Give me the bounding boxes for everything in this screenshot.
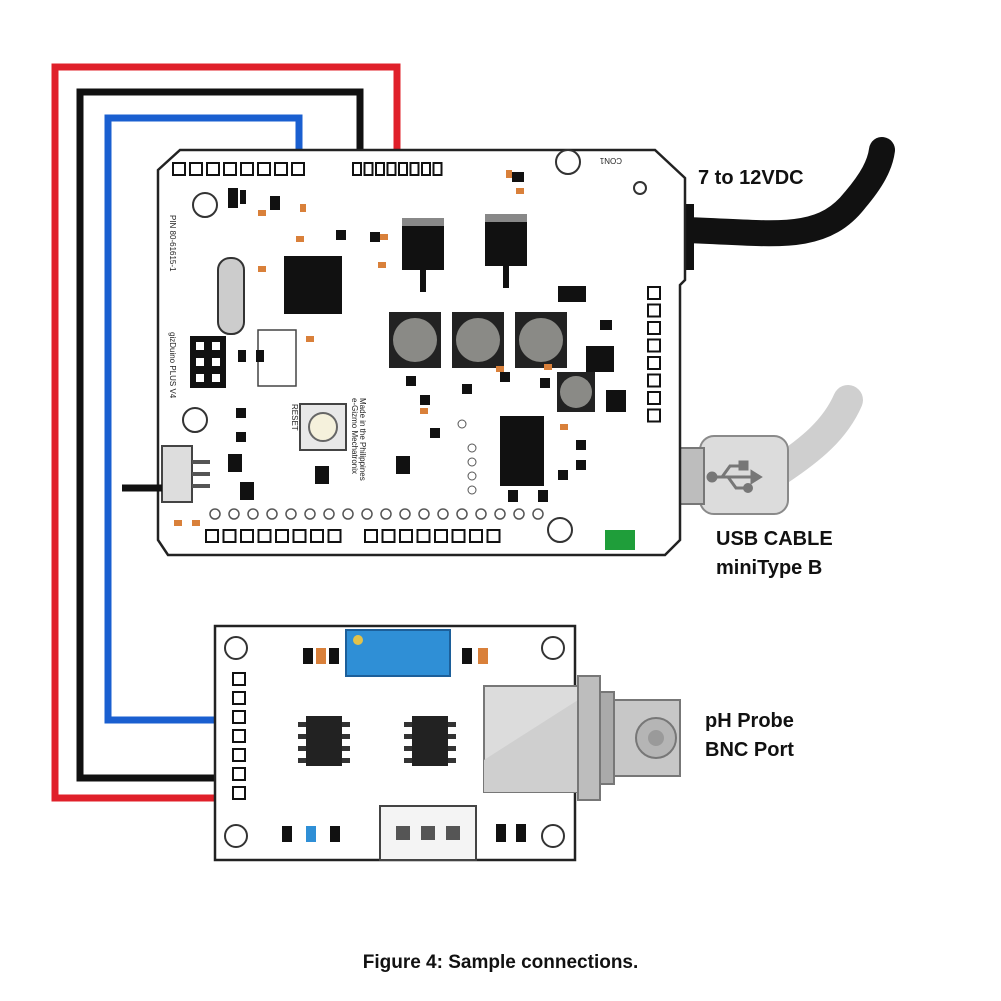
header-pin-hole bbox=[400, 164, 406, 174]
header-pin-hole bbox=[242, 164, 252, 174]
silk-made-in: Made in the Philippines bbox=[358, 398, 367, 481]
header-pin-hole bbox=[276, 164, 286, 174]
header-pin-hole bbox=[293, 164, 303, 174]
solder-pad bbox=[266, 508, 278, 520]
solder-pad bbox=[475, 508, 487, 520]
header-pin-hole bbox=[329, 531, 340, 541]
header-pin-hole bbox=[436, 531, 446, 541]
header-pin-hole bbox=[649, 340, 659, 351]
header-pin-hole bbox=[259, 164, 269, 174]
header-bottom-left bbox=[205, 529, 342, 543]
header-pin-hole bbox=[234, 788, 244, 798]
solder-pad bbox=[532, 508, 544, 520]
solder-pad bbox=[323, 508, 335, 520]
header-pin-hole bbox=[649, 305, 659, 316]
bnc-port-label: BNC Port bbox=[705, 739, 794, 761]
solder-pad bbox=[399, 508, 411, 520]
header-pin-hole bbox=[471, 531, 481, 541]
electrolytic-capacitors bbox=[389, 312, 595, 412]
silk-reset: RESET bbox=[290, 404, 299, 431]
header-pin-hole bbox=[224, 531, 235, 541]
header-pin-hole bbox=[234, 693, 244, 703]
solder-pad bbox=[361, 508, 373, 520]
header-pin-hole bbox=[649, 393, 659, 403]
header-top-left bbox=[172, 162, 305, 176]
solder-pad bbox=[513, 508, 525, 520]
solder-pad bbox=[304, 508, 316, 520]
ph-probe-label: pH Probe bbox=[705, 710, 794, 732]
smd-parts bbox=[228, 172, 612, 502]
header-pin-hole bbox=[649, 323, 659, 333]
solder-pad bbox=[437, 508, 449, 520]
header-bottom-right bbox=[364, 529, 501, 543]
wires bbox=[51, 63, 401, 802]
black-wire bbox=[76, 88, 364, 782]
solder-pad bbox=[247, 508, 259, 520]
header-pin-hole bbox=[649, 288, 659, 298]
header-pin-hole bbox=[234, 674, 244, 684]
header-pin-hole bbox=[208, 164, 218, 174]
opamp-ic-1 bbox=[298, 716, 350, 766]
header-pin-hole bbox=[411, 164, 418, 174]
header-top-right bbox=[352, 162, 443, 176]
header-pin-hole bbox=[174, 164, 184, 174]
header-pin-hole bbox=[366, 531, 376, 541]
bnc-connector bbox=[483, 675, 681, 801]
solder-pad bbox=[418, 508, 430, 520]
header-pin-hole bbox=[377, 164, 383, 174]
blue-wire bbox=[104, 114, 303, 724]
header-pin-hole bbox=[234, 731, 244, 741]
header-pin-hole bbox=[259, 531, 270, 541]
header-pin-hole bbox=[649, 358, 659, 368]
header-right-side bbox=[647, 286, 661, 423]
red-wire bbox=[51, 63, 401, 802]
solder-pad bbox=[342, 508, 354, 520]
header-pin-hole bbox=[354, 164, 360, 174]
usb-type-label: miniType B bbox=[716, 557, 823, 579]
sensor-pin-header bbox=[232, 672, 246, 800]
header-pin-hole bbox=[225, 164, 235, 174]
header-pin-hole bbox=[234, 769, 244, 779]
orange-parts bbox=[174, 170, 568, 526]
header-pin-hole bbox=[294, 531, 305, 541]
header-pin-hole bbox=[388, 164, 395, 174]
header-pin-hole bbox=[234, 750, 244, 760]
silk-board-name: gizDuino PLUS V4 bbox=[168, 332, 177, 399]
solder-pad bbox=[494, 508, 506, 520]
header-pin-hole bbox=[418, 531, 429, 541]
header-pin-hole bbox=[234, 712, 244, 722]
gizduino-board: RESET PIN 80-61615-1 gizDuino PLUS V4 e-… bbox=[122, 148, 687, 557]
header-pin-hole bbox=[191, 164, 201, 174]
silk-con1: CON1 bbox=[599, 156, 622, 165]
header-pin-hole bbox=[365, 164, 372, 174]
header-pin-hole bbox=[207, 531, 217, 541]
header-pin-hole bbox=[383, 531, 394, 541]
header-pin-hole bbox=[649, 410, 659, 421]
usb-icon bbox=[706, 460, 763, 493]
ph-sensor-module bbox=[213, 624, 681, 862]
header-pin-hole bbox=[242, 531, 252, 541]
solder-pad bbox=[285, 508, 297, 520]
header-pin-hole bbox=[488, 531, 499, 541]
opamp-ic-2 bbox=[404, 716, 456, 766]
header-pin-hole bbox=[401, 531, 411, 541]
solder-pad bbox=[380, 508, 392, 520]
figure-caption: Figure 4: Sample connections. bbox=[362, 952, 639, 973]
solder-pad bbox=[456, 508, 468, 520]
pad-row-bottom bbox=[209, 508, 544, 520]
header-pin-hole bbox=[434, 164, 441, 174]
silk-maker: e-Gizmo Mechatronix bbox=[350, 398, 359, 474]
header-pin-hole bbox=[453, 531, 464, 541]
header-pin-hole bbox=[277, 531, 287, 541]
power-label: 7 to 12VDC bbox=[698, 167, 804, 189]
usb-cable-label: USB CABLE bbox=[716, 528, 833, 550]
solder-pad bbox=[209, 508, 221, 520]
header-pin-hole bbox=[649, 375, 659, 386]
silk-pin: PIN 80-61615-1 bbox=[168, 215, 177, 272]
solder-pad bbox=[228, 508, 240, 520]
header-pin-hole bbox=[423, 164, 429, 174]
header-pin-hole bbox=[312, 531, 322, 541]
